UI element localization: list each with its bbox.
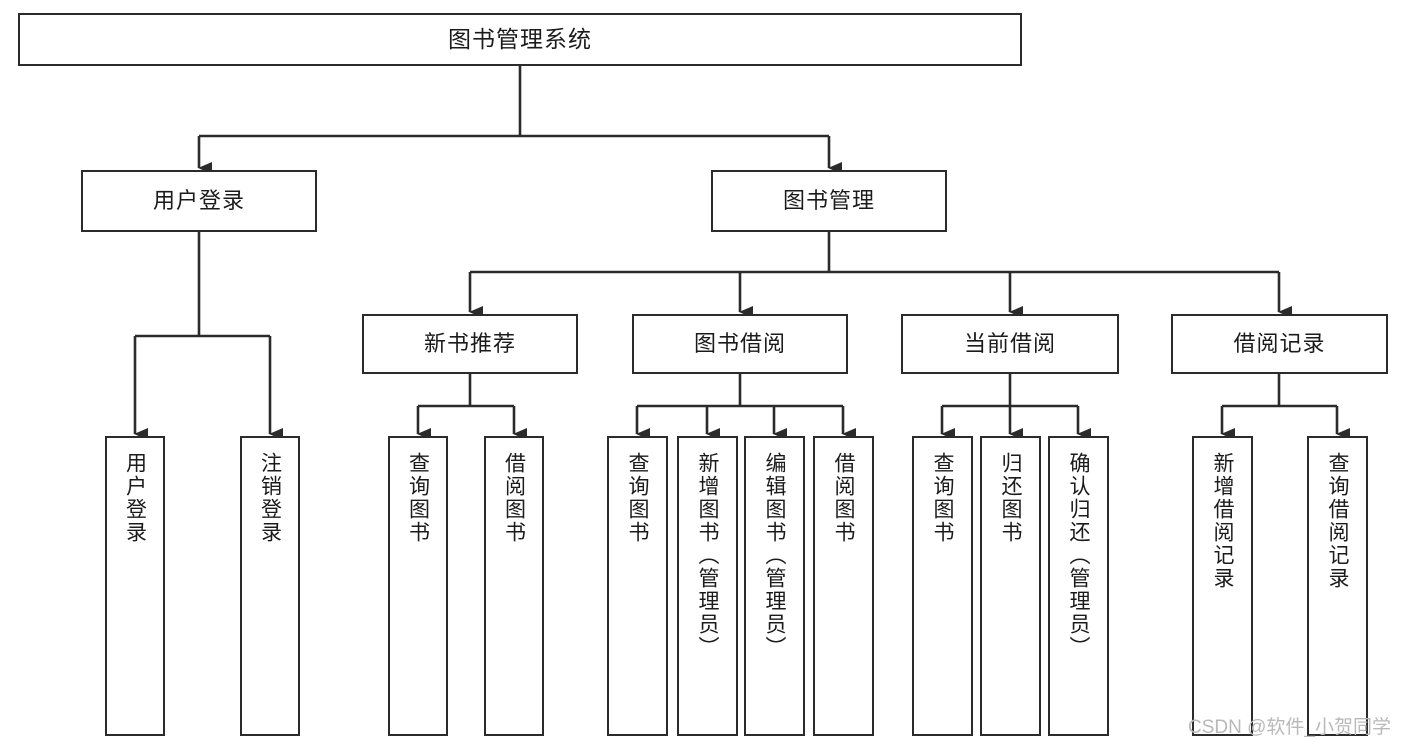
node-label: 归还图书 [999,452,1023,544]
node-label: 图书管理系统 [448,25,592,52]
node-user-login[interactable]: 用户登录 [81,170,317,232]
node-book-management[interactable]: 图书管理 [711,170,947,232]
node-borrow-record[interactable]: 借阅记录 [1171,314,1388,374]
leaf-user-login-login[interactable]: 用户登录 [105,436,165,736]
node-root-book-management-system[interactable]: 图书管理系统 [18,13,1022,66]
leaf-new-book-query-book[interactable]: 查询图书 [388,436,448,736]
leaf-book-borrow-edit-book-admin[interactable]: 编辑图书（管理员） [744,436,805,736]
node-label: 确认归还（管理员） [1067,452,1091,659]
node-label: 新书推荐 [423,331,516,357]
node-label: 新增图书（管理员） [696,452,720,659]
leaf-book-borrow-query-book[interactable]: 查询图书 [607,436,668,736]
leaf-book-borrow-add-book-admin[interactable]: 新增图书（管理员） [677,436,738,736]
leaf-new-book-borrow-book[interactable]: 借阅图书 [484,436,544,736]
node-new-book-recommend[interactable]: 新书推荐 [362,314,578,374]
node-current-borrow[interactable]: 当前借阅 [901,314,1119,374]
node-label: 图书借阅 [693,331,786,357]
leaf-current-borrow-confirm-return-admin[interactable]: 确认归还（管理员） [1048,436,1109,736]
node-label: 新增借阅记录 [1211,452,1235,590]
node-label: 查询图书 [406,452,430,544]
node-label: 借阅记录 [1233,331,1326,357]
leaf-book-borrow-borrow-book[interactable]: 借阅图书 [813,436,874,736]
leaf-current-borrow-return-book[interactable]: 归还图书 [980,436,1041,736]
node-label: 借阅图书 [502,452,526,544]
node-label: 用户登录 [152,188,245,214]
node-label: 借阅图书 [832,452,856,544]
node-label: 用户登录 [123,452,147,544]
node-label: 图书管理 [782,188,875,214]
leaf-borrow-record-add-record[interactable]: 新增借阅记录 [1192,436,1253,736]
node-label: 查询图书 [626,452,650,544]
leaf-borrow-record-query-record[interactable]: 查询借阅记录 [1307,436,1368,736]
node-label: 当前借阅 [963,331,1056,357]
node-label: 注销登录 [258,452,282,544]
node-label: 编辑图书（管理员） [763,452,787,659]
node-book-borrow[interactable]: 图书借阅 [632,314,848,374]
leaf-current-borrow-query-book[interactable]: 查询图书 [912,436,973,736]
leaf-user-login-logout[interactable]: 注销登录 [240,436,300,736]
node-label: 查询图书 [931,452,955,544]
node-label: 查询借阅记录 [1326,452,1350,590]
